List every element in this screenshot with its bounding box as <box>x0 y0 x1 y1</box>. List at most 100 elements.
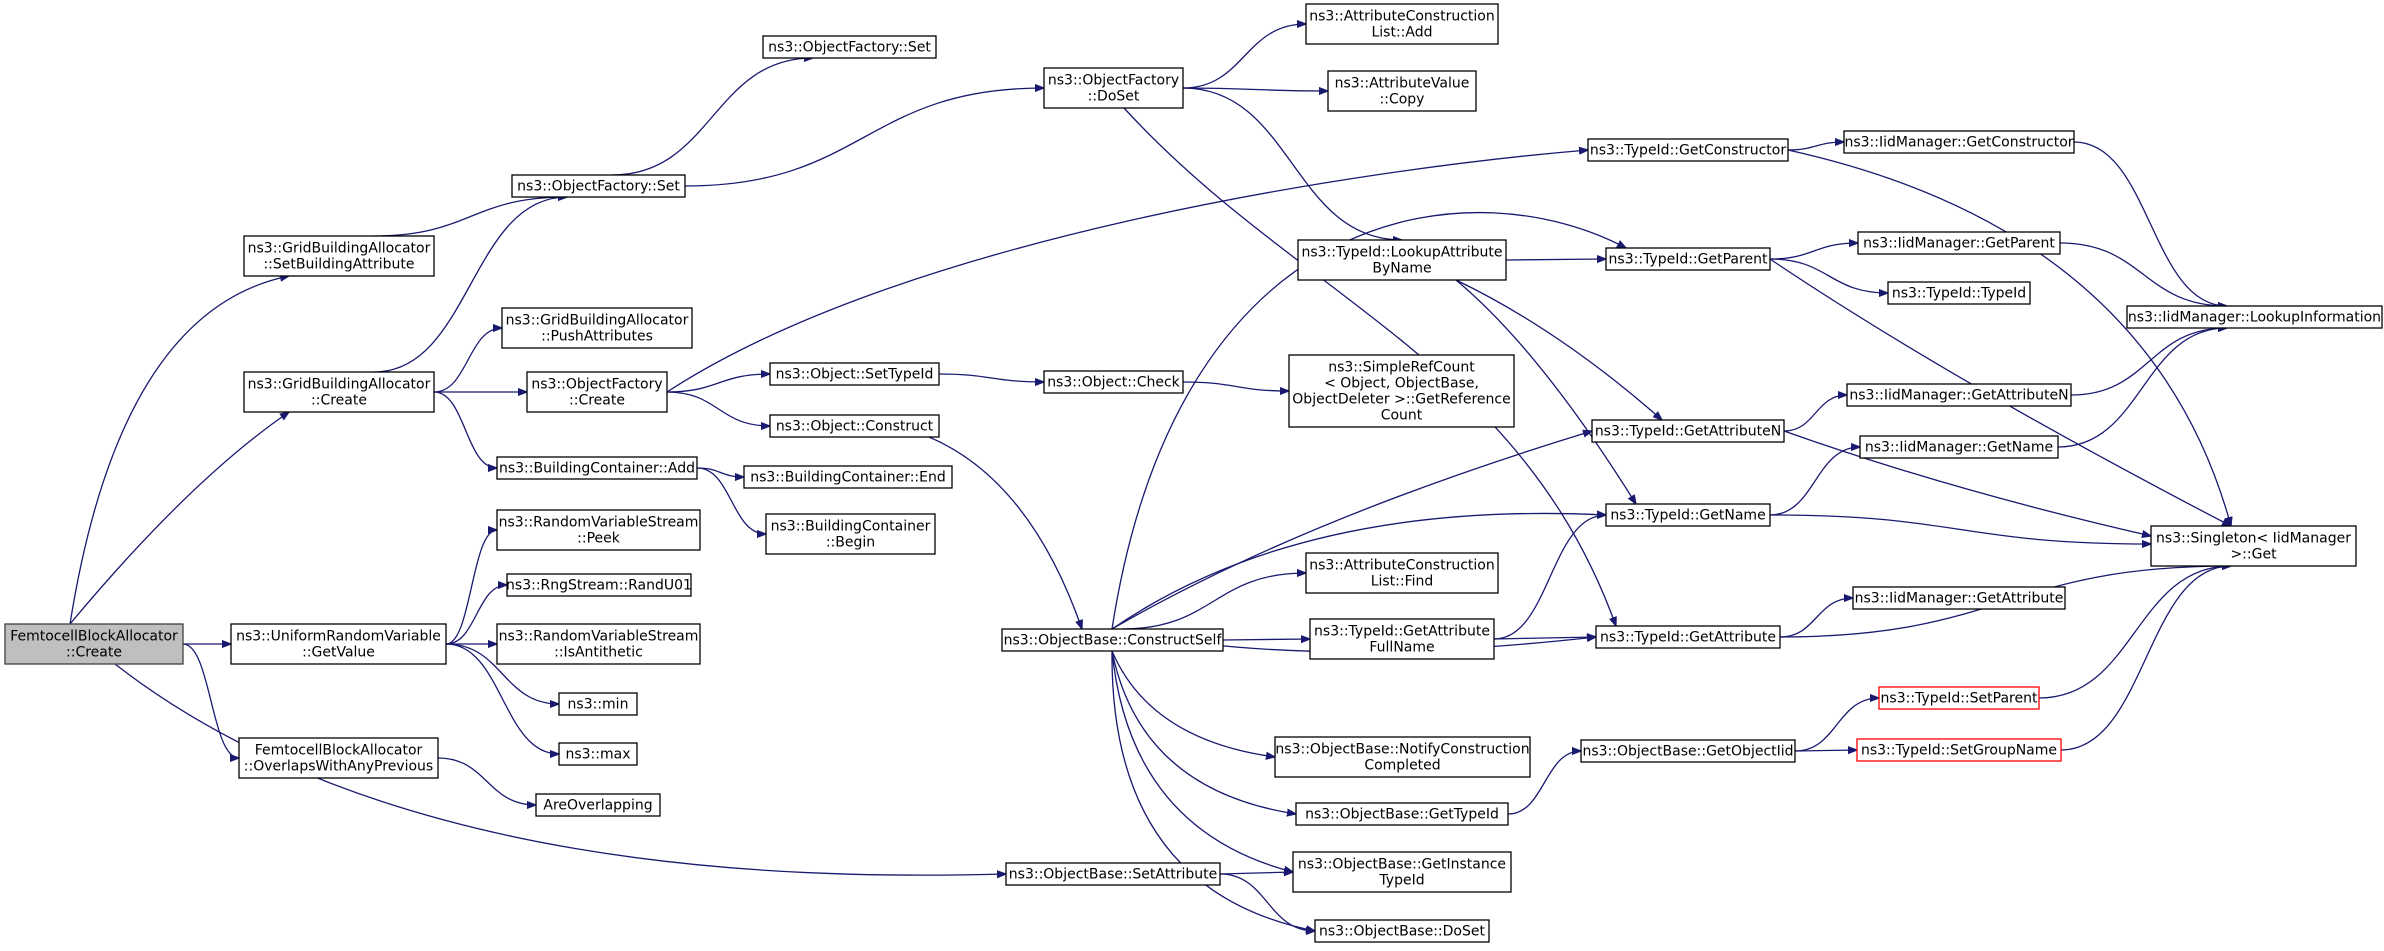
node-tid-typeid[interactable]: ns3::TypeId::TypeId <box>1887 281 2031 305</box>
node-box <box>1295 802 1509 826</box>
node-box <box>1846 383 2072 407</box>
node-label: ::Begin <box>826 535 875 551</box>
node-tid-getname[interactable]: ns3::TypeId::GetName <box>1605 503 1771 527</box>
node-label: ns3::BuildingContainer::Add <box>499 461 695 477</box>
edge-ob_cself-to-ob_getinst <box>1111 650 1293 872</box>
node-fba-overlaps[interactable]: FemtocellBlockAllocator::OverlapsWithAny… <box>238 737 439 779</box>
node-ob-notify[interactable]: ns3::ObjectBase::NotifyConstructionCompl… <box>1274 736 1531 778</box>
node-min[interactable]: ns3::min <box>558 692 638 716</box>
node-ob-gettid[interactable]: ns3::ObjectBase::GetTypeId <box>1295 802 1509 826</box>
node-ob-cself[interactable]: ns3::ObjectBase::ConstructSelf <box>1001 628 1224 652</box>
node-label: ns3::ObjectBase::GetInstance <box>1298 857 1506 873</box>
node-tid-getattrn[interactable]: ns3::TypeId::GetAttributeN <box>1591 419 1785 443</box>
node-tid-setparent[interactable]: ns3::TypeId::SetParent <box>1878 686 2040 710</box>
node-box <box>762 35 937 59</box>
node-root[interactable]: FemtocellBlockAllocator::Create <box>4 623 184 665</box>
node-urv[interactable]: ns3::UniformRandomVariable::GetValue <box>230 623 447 665</box>
node-box <box>243 235 435 277</box>
node-box <box>765 513 936 555</box>
node-box <box>1605 247 1771 271</box>
node-box <box>496 623 701 665</box>
node-label: FullName <box>1369 640 1434 656</box>
node-of-set-a[interactable]: ns3::ObjectFactory::Set <box>762 35 937 59</box>
node-label: ns3::GridBuildingAllocator <box>248 241 431 257</box>
node-iid-getparent[interactable]: ns3::IidManager::GetParent <box>1857 231 2061 255</box>
node-of-doset[interactable]: ns3::ObjectFactory::DoSet <box>1043 67 1184 109</box>
node-box <box>1005 862 1221 886</box>
node-iid-lookup[interactable]: ns3::IidManager::LookupInformation <box>2126 305 2383 329</box>
node-bc-add[interactable]: ns3::BuildingContainer::Add <box>496 456 698 480</box>
node-singleton[interactable]: ns3::Singleton< IidManager >::Get <box>2150 525 2357 567</box>
node-label: ns3::ObjectFactory <box>1048 73 1179 89</box>
node-label: ns3::GridBuildingAllocator <box>248 377 431 393</box>
node-box <box>1859 435 2059 459</box>
node-box <box>230 623 447 665</box>
node-ob-doset[interactable]: ns3::ObjectBase::DoSet <box>1314 919 1490 943</box>
edge-ob_gettid-to-ob_getoiid <box>1507 751 1581 815</box>
node-label: ns3::Singleton< IidManager <box>2156 531 2351 547</box>
node-max[interactable]: ns3::max <box>558 742 638 766</box>
node-box <box>1587 138 1789 162</box>
node-label: ns3::ObjectBase::GetObjectIid <box>1582 744 1793 760</box>
node-box <box>496 456 698 480</box>
node-iid-getctor[interactable]: ns3::IidManager::GetConstructor <box>1843 130 2075 154</box>
node-box <box>743 465 953 489</box>
node-label: ns3::TypeId::GetParent <box>1609 252 1768 268</box>
node-ob-getoiid[interactable]: ns3::ObjectBase::GetObjectIid <box>1580 739 1796 763</box>
node-label: ByName <box>1372 261 1431 277</box>
node-tid-getctor[interactable]: ns3::TypeId::GetConstructor <box>1587 138 1789 162</box>
node-box <box>1043 67 1184 109</box>
node-iid-getattr[interactable]: ns3::IidManager::GetAttribute <box>1852 586 2066 610</box>
node-of-create[interactable]: ns3::ObjectFactory::Create <box>526 371 668 413</box>
node-rng-rand[interactable]: ns3::RngStream::RandU01 <box>506 573 692 597</box>
node-label: ns3::ObjectFactory::Set <box>517 179 680 195</box>
node-label: < Object, ObjectBase, <box>1324 376 1479 392</box>
node-gba-push[interactable]: ns3::GridBuildingAllocator::PushAttribut… <box>501 307 693 349</box>
node-rvs-peek[interactable]: ns3::RandomVariableStream::Peek <box>496 509 701 551</box>
edge-of_doset-to-acl_add <box>1182 24 1306 89</box>
node-of-set-b[interactable]: ns3::ObjectFactory::Set <box>511 174 686 198</box>
edge-root-to-gba_create <box>69 412 289 625</box>
edge-urv-to-rvs_peek <box>445 530 497 645</box>
node-box <box>2150 525 2357 567</box>
node-box <box>1843 130 2075 154</box>
node-tid-getparent[interactable]: ns3::TypeId::GetParent <box>1605 247 1771 271</box>
edge-ob_cself-to-tid_getname <box>1111 513 1606 630</box>
node-iid-getname[interactable]: ns3::IidManager::GetName <box>1859 435 2059 459</box>
node-label: ns3::RandomVariableStream <box>499 515 699 531</box>
node-bc-begin[interactable]: ns3::BuildingContainer::Begin <box>765 513 936 555</box>
node-obj-settypeid[interactable]: ns3::Object::SetTypeId <box>769 362 940 386</box>
node-label: ns3::IidManager::LookupInformation <box>2128 310 2381 326</box>
node-bc-end[interactable]: ns3::BuildingContainer::End <box>743 465 953 489</box>
edge-tid_getafn-to-tid_getattr <box>1493 637 1596 639</box>
node-gba-create[interactable]: ns3::GridBuildingAllocator::Create <box>243 371 435 413</box>
edge-urv-to-min <box>445 643 559 704</box>
node-label: ::Copy <box>1380 92 1425 108</box>
node-label: ns3::ObjectBase::ConstructSelf <box>1004 633 1223 649</box>
node-src-get[interactable]: ns3::SimpleRefCount< Object, ObjectBase,… <box>1288 354 1515 428</box>
node-overlapping[interactable]: AreOverlapping <box>535 793 661 817</box>
edge-ob_cself-to-tid_getafn <box>1222 639 1310 640</box>
node-gba-set[interactable]: ns3::GridBuildingAllocator::SetBuildingA… <box>243 235 435 277</box>
node-ob-setattr[interactable]: ns3::ObjectBase::SetAttribute <box>1005 862 1221 886</box>
node-tid-getattr[interactable]: ns3::TypeId::GetAttribute <box>1595 625 1781 649</box>
node-obj-construct[interactable]: ns3::Object::Construct <box>769 414 940 438</box>
node-label: ns3::SimpleRefCount <box>1328 360 1475 376</box>
node-iid-getattrn[interactable]: ns3::IidManager::GetAttributeN <box>1846 383 2072 407</box>
node-tid-setgroup[interactable]: ns3::TypeId::SetGroupName <box>1856 738 2062 762</box>
edge-bc_add-to-bc_begin <box>696 467 766 534</box>
node-rvs-anti[interactable]: ns3::RandomVariableStream::IsAntithetic <box>496 623 701 665</box>
node-box <box>1857 231 2061 255</box>
node-label: ns3::ObjectBase::GetTypeId <box>1305 807 1499 823</box>
node-label: ns3::TypeId::GetAttribute <box>1314 624 1490 640</box>
node-box <box>1878 686 2040 710</box>
node-box <box>1595 625 1781 649</box>
node-av-copy[interactable]: ns3::AttributeValue::Copy <box>1327 70 1477 112</box>
node-obj-check[interactable]: ns3::Object::Check <box>1043 370 1184 394</box>
